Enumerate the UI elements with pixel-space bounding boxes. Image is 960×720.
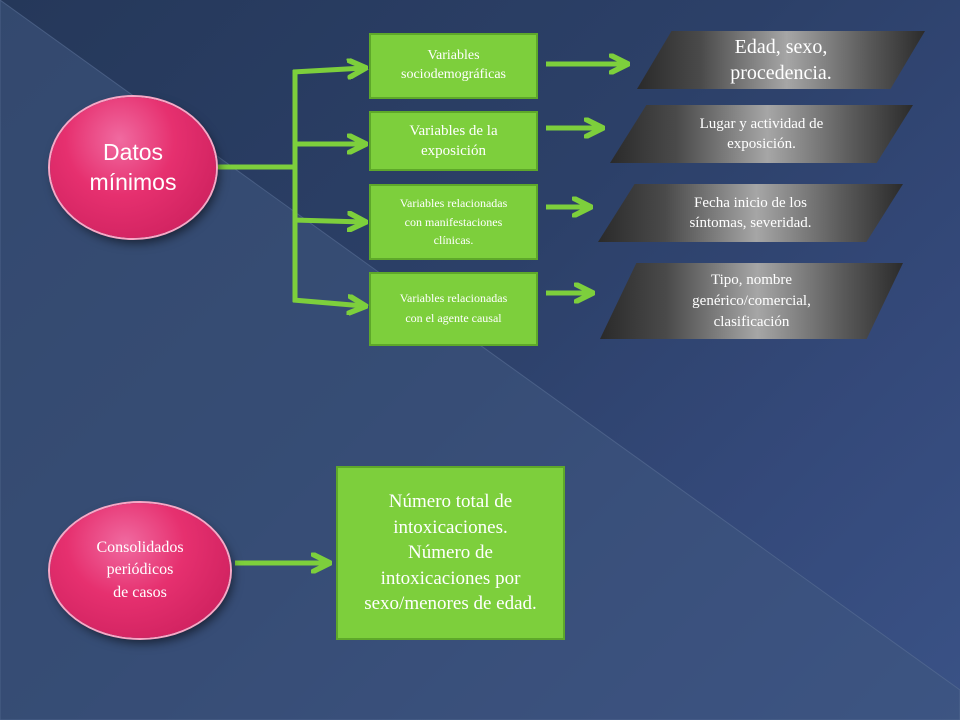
consolidados-periodicos-label: Consolidados periódicos de casos: [96, 537, 183, 604]
variables-manifestaciones-clinicas-label: Variables relacionadas con manifestacion…: [400, 194, 508, 250]
edad-sexo-procedencia-label: Edad, sexo, procedencia.: [730, 34, 832, 86]
variables-exposicion-line-2: exposición: [420, 143, 486, 159]
numero-total-intoxicaciones-label: Número total de intoxicaciones. Número d…: [364, 489, 537, 617]
numero-total-line-4: intoxicaciones por: [380, 567, 521, 589]
numero-total-line-5: sexo/menores de edad.: [364, 593, 537, 615]
connector-branch-to-var-clin: [292, 220, 364, 222]
fecha-sintomas-line-2: síntomas, severidad.: [689, 215, 812, 231]
datos-minimos-line-1: Datos: [102, 138, 164, 165]
edad-sexo-procedencia-line-2: procedencia.: [730, 62, 832, 84]
variables-agente-causal-label: Variables relacionadas con el agente cau…: [400, 289, 508, 329]
variables-manifestaciones-clinicas-box: Variables relacionadas con manifestacion…: [369, 184, 538, 260]
numero-total-line-1: Número total de: [388, 490, 513, 512]
variables-manifestaciones-clinicas-line-1: Variables relacionadas: [399, 196, 508, 211]
lugar-actividad-line-1: Lugar y actividad de: [699, 115, 824, 132]
lugar-actividad-line-2: exposición.: [727, 136, 796, 152]
variables-manifestaciones-clinicas-line-2: con manifestaciones: [404, 214, 503, 229]
numero-total-intoxicaciones-box: Número total de intoxicaciones. Número d…: [336, 466, 565, 640]
variables-agente-causal-box: Variables relacionadas con el agente cau…: [369, 272, 538, 346]
variables-sociodemograficas-label: Variables sociodemográficas: [401, 47, 506, 85]
consolidados-periodicos-node: Consolidados periódicos de casos: [50, 503, 230, 638]
variables-agente-causal-line-1: Variables relacionadas: [399, 291, 508, 306]
lugar-actividad-label: Lugar y actividad de exposición.: [700, 114, 824, 155]
tipo-nombre-clasificacion-shape: Tipo, nombre genérico/comercial, clasifi…: [600, 263, 903, 339]
connector-branch-to-var-socio: [292, 68, 364, 72]
variables-sociodemograficas-box: Variables sociodemográficas: [369, 33, 538, 99]
variables-sociodemograficas-line-2: sociodemográficas: [401, 67, 506, 82]
connector-branch-to-var-agent: [292, 300, 364, 306]
numero-total-line-3: Número de: [408, 542, 493, 564]
lugar-actividad-shape: Lugar y actividad de exposición.: [610, 105, 913, 163]
variables-exposicion-line-1: Variables de la: [409, 122, 498, 139]
consolidados-line-3: de casos: [113, 583, 167, 601]
fecha-sintomas-shape: Fecha inicio de los síntomas, severidad.: [598, 184, 903, 242]
consolidados-line-1: Consolidados: [96, 538, 184, 556]
datos-minimos-label: Datos mínimos: [90, 138, 177, 198]
tipo-nombre-clasificacion-line-3: clasificación: [713, 313, 790, 330]
consolidados-line-2: periódicos: [106, 561, 174, 579]
fecha-sintomas-line-1: Fecha inicio de los: [694, 194, 807, 211]
tipo-nombre-clasificacion-line-2: genérico/comercial,: [692, 292, 811, 309]
datos-minimos-line-2: mínimos: [89, 168, 177, 195]
numero-total-line-2: intoxicaciones.: [393, 516, 508, 538]
fecha-sintomas-label: Fecha inicio de los síntomas, severidad.: [689, 193, 811, 234]
edad-sexo-procedencia-line-1: Edad, sexo,: [734, 36, 828, 58]
datos-minimos-node: Datos mínimos: [50, 97, 216, 238]
edad-sexo-procedencia-shape: Edad, sexo, procedencia.: [637, 31, 925, 89]
tipo-nombre-clasificacion-label: Tipo, nombre genérico/comercial, clasifi…: [692, 270, 811, 333]
variables-exposicion-box: Variables de la exposición: [369, 111, 538, 171]
variables-manifestaciones-clinicas-line-3: clínicas.: [433, 233, 474, 248]
variables-sociodemograficas-line-1: Variables: [427, 48, 480, 64]
tipo-nombre-clasificacion-line-1: Tipo, nombre: [710, 271, 793, 288]
variables-agente-causal-line-2: con el agente causal: [405, 311, 502, 325]
variables-exposicion-label: Variables de la exposición: [409, 121, 497, 162]
